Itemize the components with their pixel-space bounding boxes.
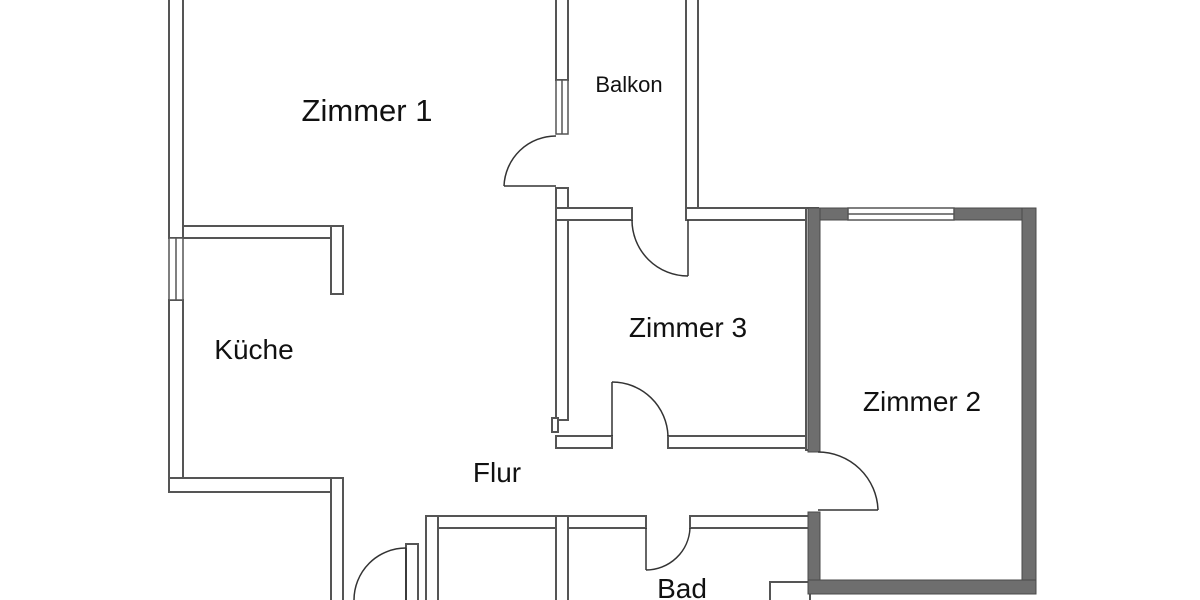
wall-closet-left <box>425 515 439 600</box>
door-zimmer2-arc <box>817 451 879 511</box>
label-balkon: Balkon <box>595 72 662 97</box>
wall-left-lower <box>168 299 184 493</box>
wall-corridor-stub <box>551 417 559 433</box>
room-labels: Zimmer 1 Balkon Küche Zimmer 3 Zimmer 2 … <box>214 72 981 600</box>
wall-left-upper <box>168 0 184 239</box>
wall-kitchen-top <box>182 225 342 239</box>
wall-zimmer3-top-left <box>555 207 633 221</box>
wall-balcony-left-lower <box>555 187 569 421</box>
wall-kitchen-right-stub <box>330 225 344 295</box>
label-zimmer-1: Zimmer 1 <box>302 93 433 128</box>
walls <box>168 0 819 600</box>
doors <box>353 135 879 600</box>
wall-bath-top-right <box>689 515 811 529</box>
door-entrance-arc <box>353 547 407 600</box>
door-zimmer3-top-arc <box>631 219 689 277</box>
wall-entrance-left <box>330 477 344 600</box>
label-zimmer-2: Zimmer 2 <box>863 386 981 417</box>
wall-closet-right <box>555 515 569 600</box>
wall-balcony-right <box>685 0 699 211</box>
wall-entrance-frame <box>405 543 419 600</box>
windows <box>168 79 955 301</box>
wall-balcony-left-upper <box>555 0 569 81</box>
wall-zimmer2-bottom <box>807 579 1037 595</box>
wall-zimmer2-right <box>1021 207 1037 595</box>
zimmer2-walls <box>807 207 1037 595</box>
wall-kitchen-bottom <box>168 477 342 493</box>
door-bath-arc <box>645 527 691 571</box>
wall-zimmer2-left-upper <box>807 207 821 453</box>
wall-zimmer3-top-right <box>685 207 811 221</box>
label-bad: Bad <box>657 573 707 600</box>
wall-bath-top-left <box>425 515 647 529</box>
door-balcony-arc <box>503 135 557 187</box>
label-zimmer-3: Zimmer 3 <box>629 312 747 343</box>
wall-bath-right <box>769 581 811 600</box>
door-zimmer3-bottom-arc <box>611 381 669 437</box>
label-flur: Flur <box>473 457 521 488</box>
label-kueche: Küche <box>214 334 293 365</box>
wall-zimmer3-bottom-right <box>667 435 811 449</box>
wall-zimmer3-bottom-left <box>555 435 613 449</box>
